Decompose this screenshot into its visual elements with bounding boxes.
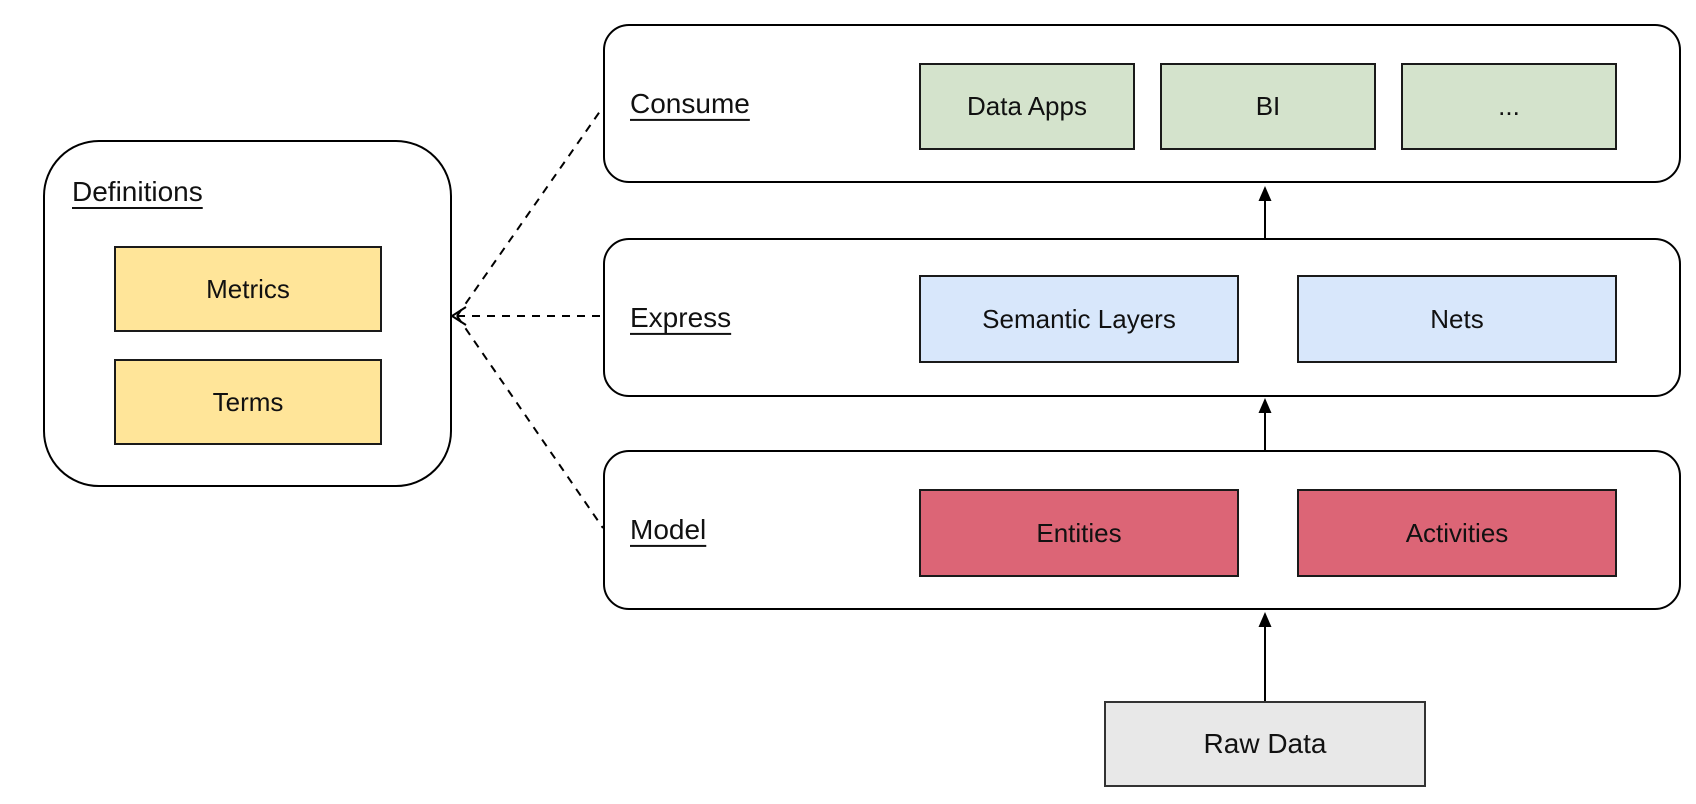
entities-label: Entities: [1036, 517, 1122, 548]
raw-data-box: Raw Data: [1104, 701, 1426, 787]
metrics-box: Metrics: [114, 246, 382, 332]
more-consumers-box: ...: [1401, 63, 1617, 150]
metrics-label: Metrics: [206, 273, 290, 304]
bi-label: BI: [1255, 91, 1281, 121]
semantic-layers-label: Semantic Layers: [982, 303, 1176, 334]
dashed-connector-definitions-model: [456, 315, 604, 529]
arrow-express-to-consume-head: [1258, 186, 1272, 201]
consume-layer-panel: Consume Data Apps BI ...: [603, 24, 1681, 183]
model-title: Model: [630, 513, 707, 545]
consume-title: Consume: [630, 87, 750, 119]
arrow-model-to-express-head: [1258, 398, 1272, 413]
bi-box: BI: [1160, 63, 1376, 150]
model-layer-panel: Model Entities Activities: [603, 450, 1681, 610]
terms-label: Terms: [212, 386, 284, 417]
raw-data-label: Raw Data: [1203, 728, 1327, 759]
semantic-layers-box: Semantic Layers: [919, 275, 1239, 363]
activities-box: Activities: [1297, 489, 1617, 577]
data-apps-label: Data Apps: [967, 91, 1087, 121]
definitions-title: Definitions: [72, 176, 203, 207]
data-apps-box: Data Apps: [919, 63, 1135, 150]
arrow-rawdata-to-model-head: [1258, 612, 1272, 627]
nets-box: Nets: [1297, 275, 1617, 363]
express-layer-panel: Express Semantic Layers Nets: [603, 238, 1681, 397]
express-title: Express: [630, 301, 732, 333]
entities-box: Entities: [919, 489, 1239, 577]
arrowhead-into-definitions: [450, 306, 467, 326]
dashed-connector-definitions-consume: [456, 106, 604, 317]
nets-label: Nets: [1430, 303, 1484, 334]
definitions-panel: Definitions Metrics Terms: [43, 140, 452, 487]
more-consumers-label: ...: [1498, 91, 1520, 121]
terms-box: Terms: [114, 359, 382, 445]
activities-label: Activities: [1405, 517, 1509, 548]
